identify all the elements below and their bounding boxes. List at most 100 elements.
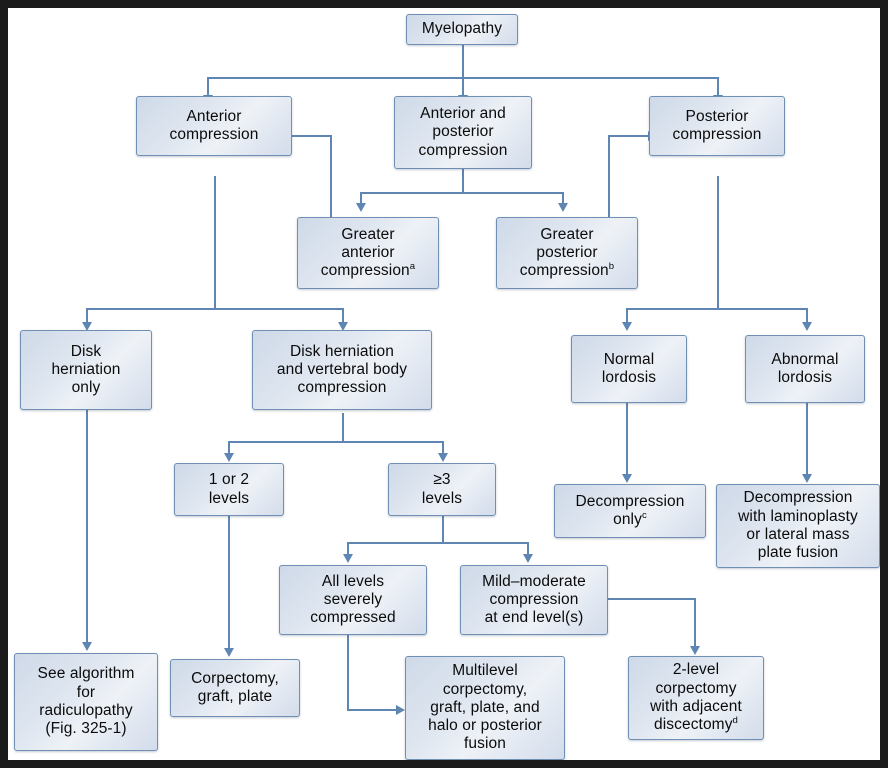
node-anterior-posterior-compression[interactable]: Anterior and posterior compression bbox=[394, 96, 532, 169]
node-all-levels-severely-compressed[interactable]: All levels severely compressed bbox=[279, 565, 427, 635]
arrowhead-diskvertebral-to-1or2 bbox=[223, 453, 234, 462]
node-posterior-compression[interactable]: Posterior compression bbox=[649, 96, 785, 156]
edge-antpost-to-greater-posterior bbox=[562, 192, 564, 205]
node-one-or-two-levels-line2: levels bbox=[208, 489, 250, 507]
edge-3plus-stem bbox=[442, 516, 444, 544]
node-greater-anterior-compression[interactable]: Greater anterior compressiona bbox=[297, 217, 439, 289]
node-multilevel-line1: Multilevel bbox=[452, 662, 518, 680]
arrowhead-3plus-to-mildmoderate bbox=[522, 554, 533, 563]
flowchart-canvas: Myelopathy Anterior compression Anterior… bbox=[8, 8, 880, 760]
node-two-level-superscript: d bbox=[732, 715, 738, 727]
node-disk-vertebral-line1: Disk herniation bbox=[289, 342, 394, 360]
edge-posterior-to-normal bbox=[626, 308, 628, 324]
node-multilevel-corpectomy[interactable]: Multilevel corpectomy, graft, plate, and… bbox=[405, 656, 565, 760]
edge-alllevels-run bbox=[347, 709, 398, 711]
node-greater-posterior-superscript: b bbox=[608, 260, 615, 272]
node-see-algorithm-line3: radiculopathy bbox=[39, 702, 133, 719]
edge-greateranterior-run bbox=[292, 135, 332, 137]
node-disk-herniation-only[interactable]: Disk herniation only bbox=[20, 330, 152, 410]
arrowhead-posterior-to-normal bbox=[621, 322, 632, 331]
edge-antpost-stem bbox=[462, 169, 464, 194]
node-anterior-posterior-line3: compression bbox=[418, 141, 508, 159]
arrowhead-mildmoderate-to-2level bbox=[689, 646, 700, 655]
edge-anterior-stem bbox=[214, 176, 216, 310]
node-disk-vertebral-line2: and vertebral body bbox=[276, 360, 408, 378]
node-greater-anterior-line2: anterior bbox=[341, 243, 395, 261]
edge-alllevels-drop bbox=[347, 635, 349, 711]
node-corpectomy-graft-plate-line1: Corpectomy, bbox=[191, 669, 279, 687]
edge-mildmoderate-drop bbox=[694, 598, 696, 648]
arrowhead-anterior-to-diskonly bbox=[81, 322, 92, 331]
edge-diskvertebral-to-3plus bbox=[442, 441, 444, 455]
node-all-levels-line1: All levels bbox=[321, 572, 385, 590]
node-greater-anterior-superscript: a bbox=[409, 260, 416, 272]
node-see-algorithm-line1: See algorithm bbox=[37, 665, 135, 683]
node-see-algorithm-line4: (Fig. 325-1) bbox=[45, 720, 127, 738]
edge-abnormal-to-laminoplasty bbox=[806, 403, 808, 476]
node-greater-posterior-line1: Greater bbox=[540, 225, 594, 243]
arrowhead-1or2-to-corpectomy bbox=[223, 648, 234, 657]
node-three-or-more-levels[interactable]: ≥3 levels bbox=[388, 463, 496, 516]
node-one-or-two-levels[interactable]: 1 or 2 levels bbox=[174, 463, 284, 516]
edge-myelopathy-to-anterior bbox=[207, 77, 209, 97]
node-three-or-more-levels-line2: levels bbox=[421, 489, 463, 507]
node-see-algorithm-line2: for bbox=[76, 683, 96, 701]
node-mild-moderate-line3: at end level(s) bbox=[484, 609, 584, 627]
edge-posterior-stem bbox=[717, 176, 719, 310]
node-normal-lordosis[interactable]: Normal lordosis bbox=[571, 335, 687, 403]
arrowhead-alllevels-to-multilevel bbox=[396, 704, 405, 715]
node-myelopathy[interactable]: Myelopathy bbox=[406, 14, 518, 45]
arrowhead-3plus-to-alllevels bbox=[342, 554, 353, 563]
node-decompression-laminoplasty-line3: or lateral mass bbox=[746, 526, 850, 543]
node-anterior-compression[interactable]: Anterior compression bbox=[136, 96, 292, 156]
node-anterior-compression-line2: compression bbox=[169, 126, 259, 143]
arrowhead-posterior-to-abnormal bbox=[801, 322, 812, 331]
node-disk-vertebral-line3: compression bbox=[297, 379, 387, 397]
arrowhead-antpost-to-greater-anterior bbox=[355, 203, 366, 212]
node-decompression-only-line2-text: only bbox=[613, 511, 642, 528]
edge-anterior-bus bbox=[86, 308, 344, 310]
node-anterior-posterior-line2: posterior bbox=[432, 123, 494, 141]
node-two-level-line3: with adjacent bbox=[650, 698, 742, 715]
edge-diskvertebral-to-1or2 bbox=[228, 441, 230, 455]
edge-3plus-to-alllevels bbox=[347, 542, 349, 556]
node-decompression-laminoplasty[interactable]: Decompression with laminoplasty or later… bbox=[716, 484, 880, 568]
node-posterior-compression-line2: compression bbox=[672, 126, 762, 143]
edge-diskvertebral-stem bbox=[342, 413, 344, 443]
node-mild-moderate-compression[interactable]: Mild–moderate compression at end level(s… bbox=[460, 565, 608, 635]
node-decompression-only[interactable]: Decompression onlyc bbox=[554, 484, 706, 538]
node-multilevel-line5: fusion bbox=[464, 735, 506, 753]
edge-diskvertebral-bus bbox=[228, 441, 444, 443]
node-disk-herniation-only-line2: herniation bbox=[51, 360, 121, 378]
node-three-or-more-levels-line1: ≥3 bbox=[433, 471, 451, 489]
edge-greateranterior-riser bbox=[330, 135, 332, 218]
node-posterior-compression-line1: Posterior bbox=[685, 107, 749, 125]
node-multilevel-line2: corpectomy, bbox=[442, 680, 528, 698]
edge-anterior-to-diskonly bbox=[86, 308, 88, 324]
node-one-or-two-levels-line1: 1 or 2 bbox=[208, 471, 250, 489]
edge-posterior-to-abnormal bbox=[806, 308, 808, 324]
node-see-algorithm-radiculopathy[interactable]: See algorithm for radiculopathy (Fig. 32… bbox=[14, 653, 158, 751]
node-greater-anterior-line1: Greater bbox=[341, 225, 395, 243]
node-decompression-laminoplasty-line2: with laminoplasty bbox=[738, 507, 858, 525]
edge-antpost-to-greater-anterior bbox=[360, 192, 362, 205]
node-myelopathy-label: Myelopathy bbox=[421, 20, 503, 38]
node-abnormal-lordosis[interactable]: Abnormal lordosis bbox=[745, 335, 865, 403]
node-two-level-corpectomy[interactable]: 2-level corpectomy with adjacent discect… bbox=[628, 656, 764, 740]
arrowhead-diskonly-to-seealgorithm bbox=[81, 642, 92, 651]
node-multilevel-line4: halo or posterior bbox=[428, 717, 542, 735]
node-two-level-line1: 2-level bbox=[672, 661, 720, 679]
node-corpectomy-graft-plate[interactable]: Corpectomy, graft, plate bbox=[170, 659, 300, 717]
node-greater-anterior-line3: compressiona bbox=[321, 262, 415, 280]
node-disk-herniation-only-line1: Disk bbox=[70, 342, 102, 360]
edge-1or2-to-corpectomy bbox=[228, 516, 230, 650]
node-greater-posterior-line3: compressionb bbox=[520, 262, 614, 280]
node-disk-and-vertebral-body[interactable]: Disk herniation and vertebral body compr… bbox=[252, 330, 432, 410]
edge-myelopathy-to-antpost bbox=[462, 77, 464, 97]
node-greater-posterior-compression[interactable]: Greater posterior compressionb bbox=[496, 217, 638, 289]
node-multilevel-line3: graft, plate, and bbox=[430, 698, 540, 716]
node-all-levels-line3: compressed bbox=[310, 609, 396, 627]
node-mild-moderate-line1: Mild–moderate bbox=[482, 572, 586, 590]
arrowhead-diskvertebral-to-3plus bbox=[437, 453, 448, 462]
edge-diskonly-to-seealgorithm bbox=[86, 410, 88, 645]
